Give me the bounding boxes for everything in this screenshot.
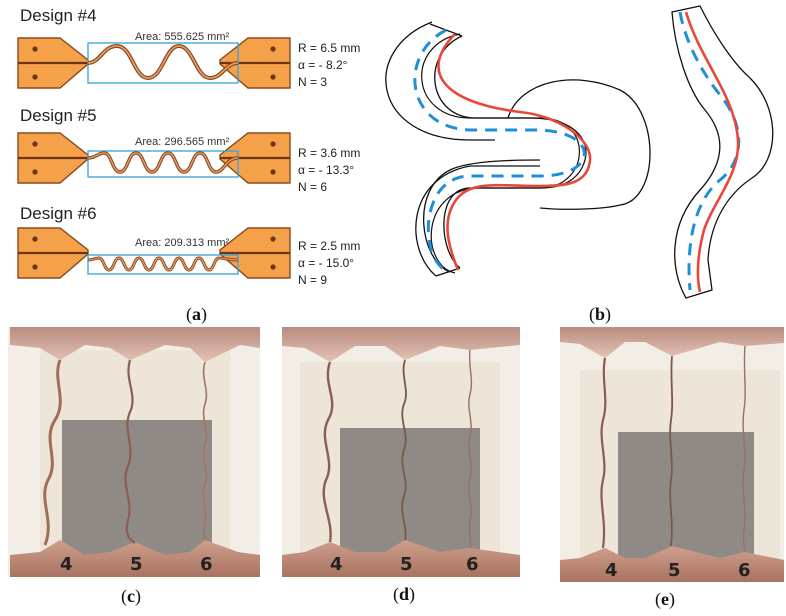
s-bend-figure-left bbox=[385, 21, 651, 277]
photo-number: 6 bbox=[738, 560, 751, 581]
design-title: Design #4 bbox=[20, 6, 97, 25]
param-n: N = 9 bbox=[298, 273, 328, 287]
area-label: Area: 209.313 mm² bbox=[135, 237, 230, 249]
photo-c: 4 5 6 bbox=[8, 327, 260, 577]
area-label: Area: 555.625 mm² bbox=[135, 31, 230, 43]
panel-label-d: (d) bbox=[393, 584, 416, 604]
param-alpha: α = - 13.3° bbox=[298, 163, 355, 177]
param-n: N = 3 bbox=[298, 75, 328, 89]
param-alpha: α = - 8.2° bbox=[298, 58, 348, 72]
param-r: R = 6.5 mm bbox=[298, 41, 361, 55]
panel-label-a: (a) bbox=[186, 304, 207, 324]
photo-e: 4 5 6 bbox=[560, 327, 784, 582]
design-title: Design #6 bbox=[20, 204, 97, 223]
param-alpha: α = - 15.0° bbox=[298, 256, 355, 270]
area-box bbox=[87, 150, 239, 178]
s-bend-figure-right bbox=[671, 5, 774, 299]
area-box bbox=[87, 254, 239, 275]
design-5-drawing bbox=[16, 131, 292, 185]
photo-number: 4 bbox=[330, 554, 343, 575]
panel-label-b: (b) bbox=[589, 304, 612, 324]
design-4-drawing bbox=[16, 36, 292, 90]
photo-number: 4 bbox=[60, 554, 73, 575]
design-title: Design #5 bbox=[20, 106, 97, 125]
photo-number: 5 bbox=[668, 560, 681, 581]
photo-number: 5 bbox=[130, 554, 143, 575]
param-r: R = 2.5 mm bbox=[298, 239, 361, 253]
design-6-drawing bbox=[16, 226, 292, 280]
param-r: R = 3.6 mm bbox=[298, 146, 361, 160]
photo-number: 4 bbox=[605, 560, 618, 581]
area-label: Area: 296.565 mm² bbox=[135, 136, 230, 148]
photo-number: 6 bbox=[466, 554, 479, 575]
panel-label-c: (c) bbox=[121, 586, 141, 606]
photo-d: 4 5 6 bbox=[282, 327, 520, 577]
panel-label-e: (e) bbox=[655, 589, 675, 609]
photo-number: 6 bbox=[200, 554, 213, 575]
photo-number: 5 bbox=[400, 554, 413, 575]
param-n: N = 6 bbox=[298, 180, 328, 194]
